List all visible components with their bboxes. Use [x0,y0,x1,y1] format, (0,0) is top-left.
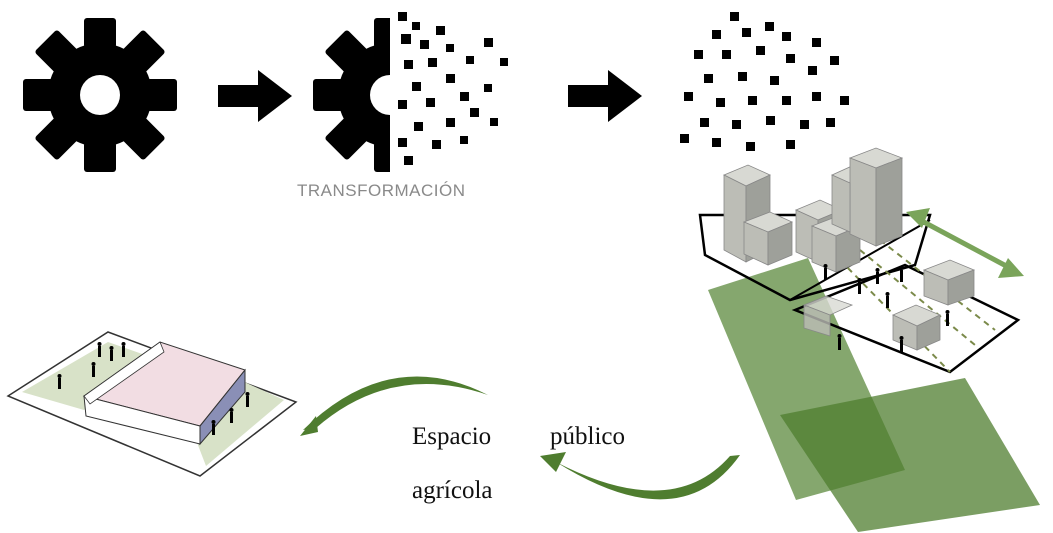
arrow-right-icon [218,70,292,122]
gear-icon [23,18,177,172]
cycle-arrow-top [300,376,488,436]
transformation-label: TRANSFORMACIÓN [297,181,466,200]
cycle-arrow-bottom [540,452,740,500]
people-silhouettes [823,264,950,352]
pixel-squares [398,12,508,165]
pixel-cloud-icon [680,12,849,151]
caption-word-espacio: Espacio [412,423,492,450]
agricultural-building-sketch [6,331,298,477]
city-sketch [698,147,1024,374]
green-plane-lower [780,378,1040,532]
dissolving-gear-icon [313,12,508,172]
people-silhouettes [57,342,250,435]
caption-word-agricola: agrícola [412,477,493,504]
double-arrow-icon [906,208,1024,278]
building-cubes [723,147,976,351]
caption-word-publico: público [550,423,625,450]
arrow-right-icon [568,70,642,122]
